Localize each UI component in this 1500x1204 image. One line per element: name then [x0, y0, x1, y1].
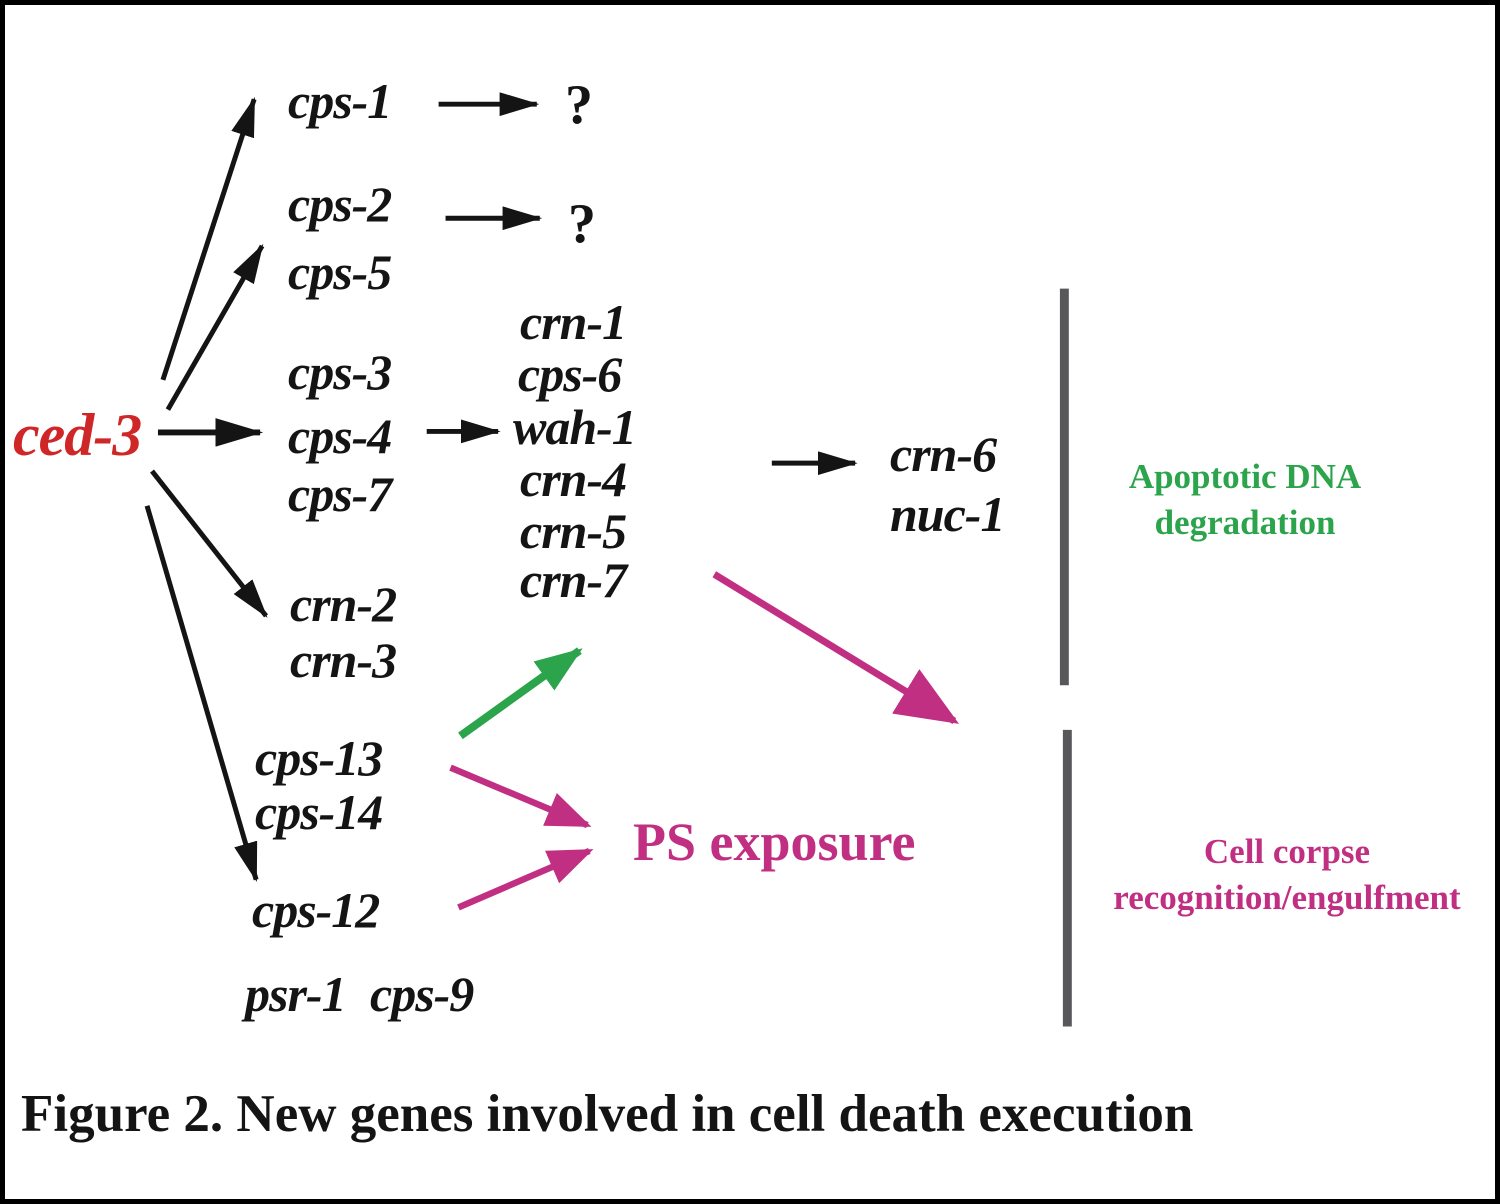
gene-crn-3: crn-3	[290, 632, 397, 688]
arrow-ced3-to-cps1	[160, 96, 257, 381]
gene-crn-5: crn-5	[520, 503, 627, 559]
gene-psr-1: psr-1	[245, 966, 347, 1022]
gene-crn-4: crn-4	[520, 451, 627, 507]
gene-cps-13: cps-13	[255, 730, 383, 786]
ps-exposure-label: PS exposure	[633, 812, 916, 872]
gene-cps-12: cps-12	[252, 882, 380, 938]
arrow-ced3-to-cps12	[144, 505, 259, 883]
gene-cps-2: cps-2	[288, 176, 392, 232]
gene-crn-2: crn-2	[290, 576, 397, 632]
unknown-target-1: ?	[565, 74, 593, 136]
gene-cps-5: cps-5	[288, 244, 392, 300]
arrow-layer	[144, 92, 1072, 1027]
outcome-corpse-line2: recognition/engulfment	[1113, 878, 1461, 918]
gene-nuc-1: nuc-1	[890, 486, 1005, 542]
gene-cps-14: cps-14	[255, 784, 383, 840]
outcome-apoptotic-dna-degradation: Apoptotic DNA degradation	[1098, 454, 1392, 546]
arrow-cps13-to-ps	[449, 764, 592, 829]
gene-crn-1: crn-1	[520, 294, 627, 350]
gene-cps-1: cps-1	[288, 73, 392, 129]
arrow-ced3-to-cps5	[165, 243, 265, 411]
gene-cps-3: cps-3	[288, 344, 392, 400]
gene-crn-7: crn-7	[520, 552, 627, 608]
gene-cps-7: cps-7	[288, 466, 392, 522]
unknown-target-2: ?	[568, 193, 596, 255]
outcome-dna-line1: Apoptotic DNA	[1128, 457, 1362, 496]
arrow-cps12-to-ps	[457, 847, 594, 911]
arrow-ced3-to-crn2	[150, 469, 269, 618]
gene-ced-3: ced-3	[13, 402, 142, 468]
outcome-cell-corpse-engulfment: Cell corpse recognition/engulfment	[1075, 829, 1495, 921]
gene-cps-6: cps-6	[518, 346, 622, 402]
gene-crn-6: crn-6	[890, 426, 997, 482]
outcome-corpse-line1: Cell corpse	[1203, 832, 1371, 871]
arrow-crn7-to-corpse	[712, 571, 960, 724]
gene-wah-1: wah-1	[513, 399, 637, 455]
gene-cps-9: cps-9	[370, 966, 474, 1022]
gene-cps-4: cps-4	[288, 408, 392, 464]
arrow-cps13-to-nuclease-group	[458, 647, 583, 740]
outcome-dna-line2: degradation	[1154, 503, 1336, 543]
figure-caption: Figure 2. New genes involved in cell dea…	[21, 1085, 1194, 1143]
